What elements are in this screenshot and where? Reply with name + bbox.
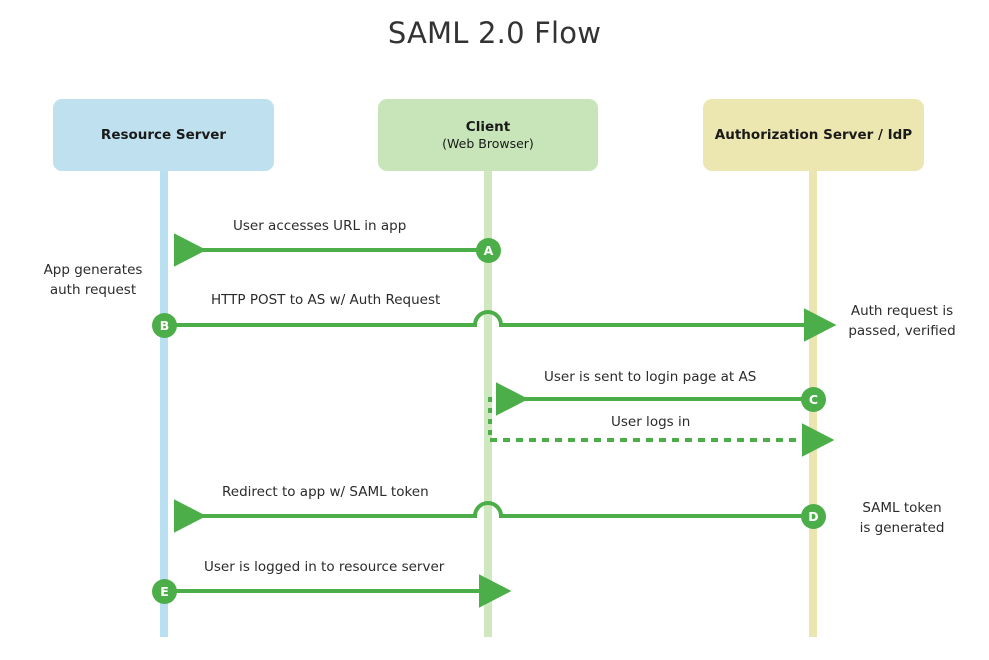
message-label-c: User is sent to login page at AS	[544, 369, 757, 385]
note-line: is generated	[859, 519, 945, 536]
message-label-login: User logs in	[611, 414, 691, 430]
message-label-d: Redirect to app w/ SAML token	[222, 484, 429, 500]
arrow-message-b	[165, 308, 837, 342]
actor-subtitle-client: (Web Browser)	[442, 135, 534, 151]
step-badge-b[interactable]: B	[152, 313, 177, 338]
note-line: Auth request is	[850, 303, 954, 319]
actor-title-idp: Authorization Server / IdP	[714, 126, 913, 143]
step-badge-c[interactable]: C	[801, 387, 826, 412]
actor-title-client: Client	[465, 118, 511, 135]
note-app-generates-auth-request: App generates auth request	[10, 261, 176, 300]
note-saml-token-generated: SAML token is generated	[824, 499, 980, 538]
actor-box-idp[interactable]: Authorization Server / IdP	[703, 99, 924, 171]
message-label-e: User is logged in to resource server	[204, 559, 445, 575]
step-badge-e[interactable]: E	[152, 579, 177, 604]
note-line: App generates	[43, 262, 143, 278]
note-line: auth request	[49, 281, 137, 298]
step-badge-d[interactable]: D	[801, 504, 826, 529]
arrow-message-d	[174, 499, 812, 533]
message-label-b: HTTP POST to AS w/ Auth Request	[211, 292, 441, 308]
actor-box-resource-server[interactable]: Resource Server	[53, 99, 274, 171]
message-label-a: User accesses URL in app	[233, 218, 407, 234]
actor-title-resource-server: Resource Server	[100, 126, 227, 143]
actor-box-client[interactable]: Client (Web Browser)	[378, 99, 598, 171]
step-badge-a[interactable]: A	[476, 238, 501, 263]
note-line: passed, verified	[848, 322, 956, 339]
note-auth-request-verified: Auth request is passed, verified	[822, 302, 982, 341]
diagram-title: SAML 2.0 Flow	[387, 16, 602, 50]
note-line: SAML token	[862, 500, 942, 516]
